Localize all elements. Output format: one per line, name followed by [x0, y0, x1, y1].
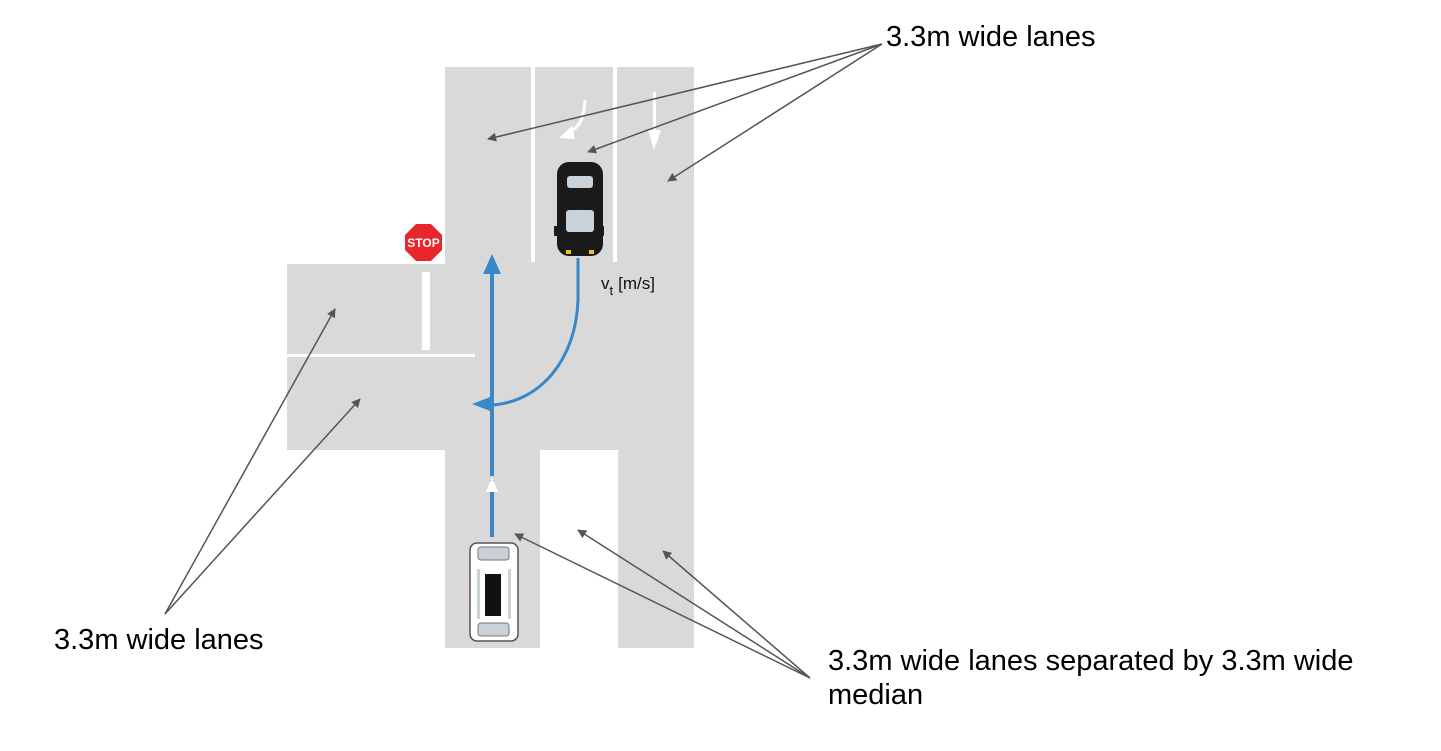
lanes-label-left: 3.3m wide lanes: [54, 624, 264, 656]
ego-path-arrowhead-icon: [483, 254, 501, 274]
lane-markings: [287, 67, 617, 357]
target-turn-path: [472, 258, 580, 412]
corner-curb-top-left: [287, 67, 445, 264]
annotation-arrows-left: [164, 308, 361, 615]
stop-sign-text: STOP: [407, 236, 439, 250]
ego-heading-arrow-icon: [486, 477, 498, 492]
corner-curb-bottom-left: [287, 450, 445, 648]
lane-arrow-straight-icon: [648, 92, 661, 150]
white-car-icon: [469, 542, 519, 642]
stop-sign-icon: STOP: [403, 222, 444, 263]
annotation-arrows-top: [487, 43, 883, 182]
velocity-label: vt[m/s]: [601, 274, 655, 298]
annotation-arrows-bottom: [514, 529, 811, 679]
lanes-label-top: 3.3m wide lanes: [886, 21, 1096, 53]
median: [540, 450, 618, 648]
lanes-median-label: 3.3m wide lanes separated by 3.3m wide m…: [828, 645, 1354, 711]
lane-arrow-left-turn-icon: [559, 99, 587, 139]
target-path-arrowhead-icon: [472, 396, 493, 412]
ego-straight-path: [483, 254, 501, 537]
black-car-icon: [554, 162, 604, 256]
